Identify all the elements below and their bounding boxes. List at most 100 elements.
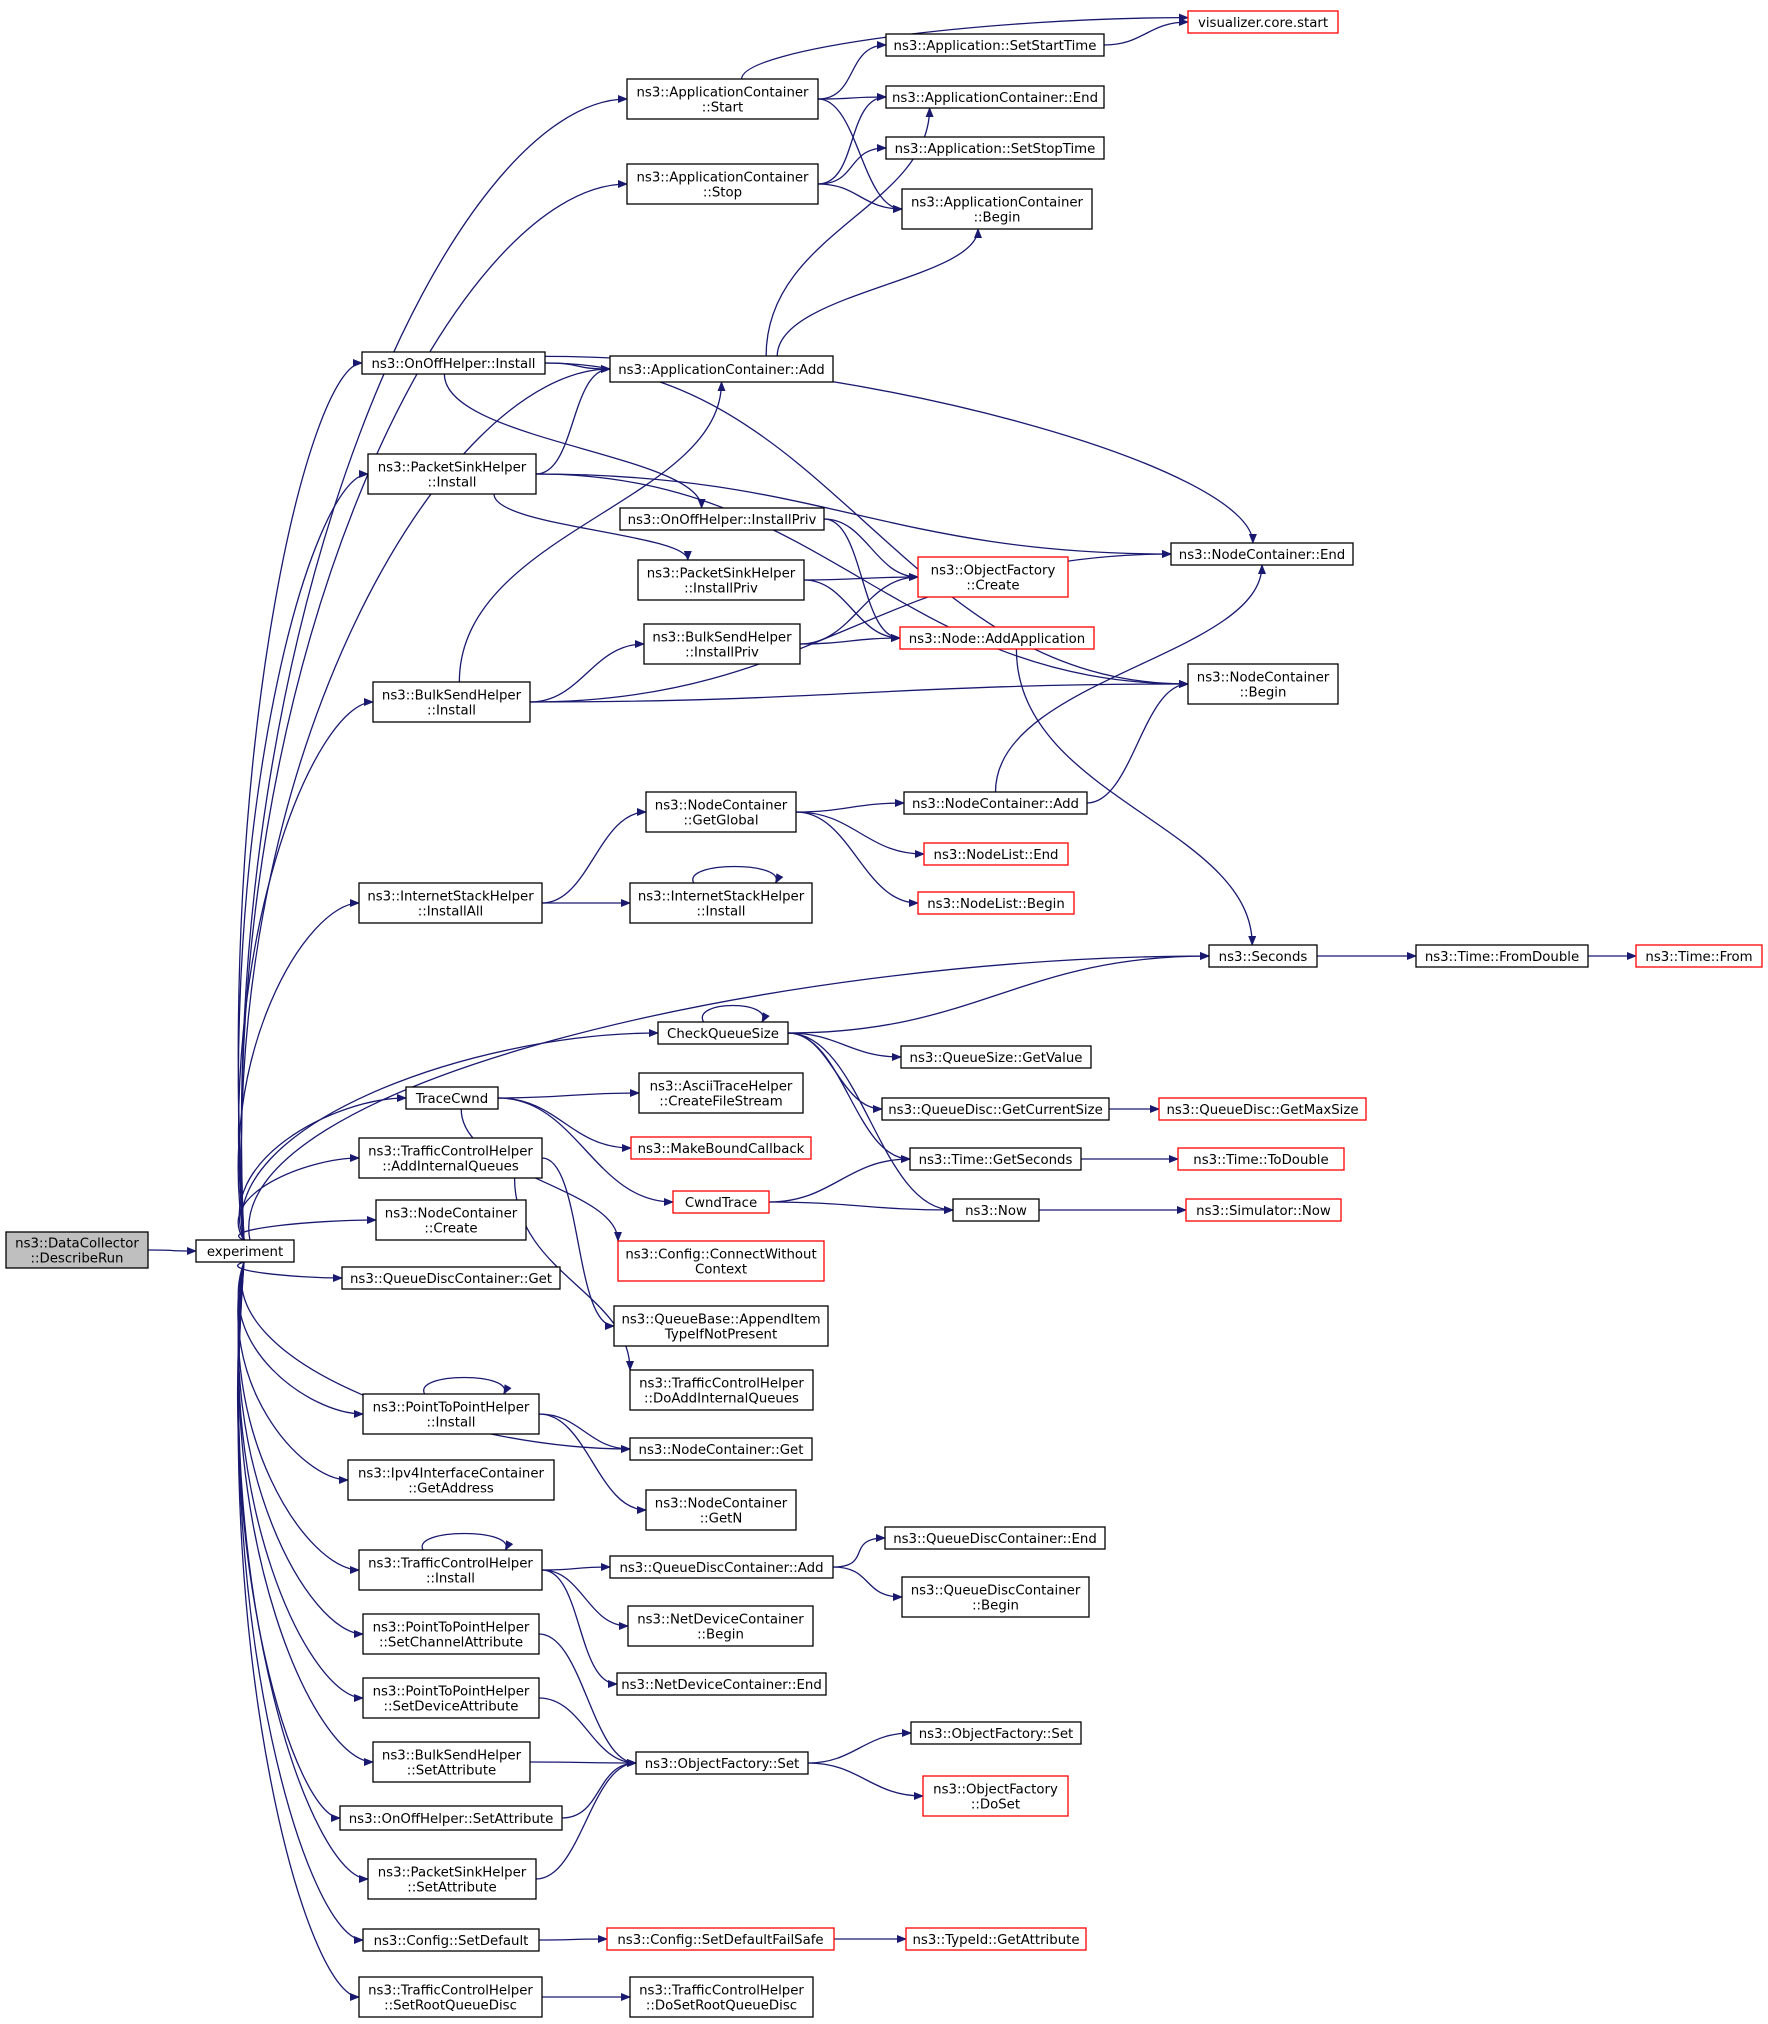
node-box[interactable]	[952, 1198, 1040, 1222]
node-nc_begin[interactable]: ns3::NodeContainer::Begin	[1187, 663, 1339, 705]
node-box[interactable]	[367, 453, 537, 495]
node-nc_end[interactable]: ns3::NodeContainer::End	[1170, 542, 1354, 566]
node-ipv4_getaddr[interactable]: ns3::Ipv4InterfaceContainer::GetAddress	[347, 1459, 555, 1501]
node-qd_getmax[interactable]: ns3::QueueDisc::GetMaxSize	[1158, 1097, 1367, 1121]
node-box[interactable]	[900, 1045, 1092, 1069]
node-tch_doadd[interactable]: ns3::TrafficControlHelper::DoAddInternal…	[629, 1369, 814, 1411]
node-box[interactable]	[917, 556, 1069, 598]
node-box[interactable]	[367, 1858, 537, 1900]
node-box[interactable]	[358, 1137, 543, 1179]
node-box[interactable]	[372, 1741, 531, 1783]
node-box[interactable]	[1415, 944, 1589, 968]
node-box[interactable]	[629, 1976, 814, 2018]
node-nc_add[interactable]: ns3::NodeContainer::Add	[903, 791, 1088, 815]
node-bulk_installpriv[interactable]: ns3::BulkSendHelper::InstallPriv	[643, 623, 801, 665]
node-box[interactable]	[630, 1136, 812, 1160]
node-box[interactable]	[672, 1190, 770, 1214]
node-onoff_setattr[interactable]: ns3::OnOffHelper::SetAttribute	[339, 1805, 563, 1831]
node-cfg_setdefaultfs[interactable]: ns3::Config::SetDefaultFailSafe	[606, 1927, 835, 1951]
node-box[interactable]	[362, 1677, 540, 1719]
node-experiment[interactable]: experiment	[195, 1239, 295, 1263]
node-box[interactable]	[606, 1927, 835, 1951]
node-nc_getn[interactable]: ns3::NodeContainer::GetN	[645, 1489, 797, 1531]
node-box[interactable]	[923, 842, 1069, 866]
node-qdc_end[interactable]: ns3::QueueDiscContainer::End	[884, 1526, 1106, 1550]
node-box[interactable]	[358, 1976, 543, 2018]
node-appc_start[interactable]: ns3::ApplicationContainer::Start	[626, 78, 819, 120]
node-tch_setroot[interactable]: ns3::TrafficControlHelper::SetRootQueueD…	[358, 1976, 543, 2018]
node-box[interactable]	[609, 1555, 834, 1579]
node-onoff_install[interactable]: ns3::OnOffHelper::Install	[361, 351, 546, 375]
node-qd_getcur[interactable]: ns3::QueueDisc::GetCurrentSize	[881, 1097, 1110, 1121]
node-box[interactable]	[922, 1775, 1069, 1817]
node-box[interactable]	[899, 626, 1095, 650]
node-box[interactable]	[901, 188, 1093, 230]
node-nl_end[interactable]: ns3::NodeList::End	[923, 842, 1069, 866]
node-seconds[interactable]: ns3::Seconds	[1208, 944, 1318, 968]
node-cwndtrace[interactable]: CwndTrace	[672, 1190, 770, 1214]
node-describe[interactable]: ns3::DataCollector::DescribeRun	[5, 1231, 149, 1269]
node-box[interactable]	[1187, 663, 1339, 705]
node-box[interactable]	[635, 1751, 809, 1775]
node-nc_getglobal[interactable]: ns3::NodeContainer::GetGlobal	[645, 791, 797, 833]
node-box[interactable]	[903, 791, 1088, 815]
node-box[interactable]	[1185, 1198, 1342, 1222]
node-box[interactable]	[1208, 944, 1318, 968]
node-time_todouble[interactable]: ns3::Time::ToDouble	[1177, 1147, 1345, 1171]
node-box[interactable]	[619, 507, 825, 531]
node-time_from[interactable]: ns3::Time::From	[1635, 944, 1763, 968]
node-app_setstop[interactable]: ns3::Application::SetStopTime	[885, 136, 1105, 160]
node-appc_begin[interactable]: ns3::ApplicationContainer::Begin	[901, 188, 1093, 230]
node-box[interactable]	[626, 163, 819, 205]
node-box[interactable]	[341, 1266, 561, 1290]
node-box[interactable]	[339, 1805, 563, 1831]
node-box[interactable]	[627, 1605, 814, 1647]
node-p2p_setchan[interactable]: ns3::PointToPointHelper::SetChannelAttri…	[362, 1613, 540, 1655]
node-tch_addinternal[interactable]: ns3::TrafficControlHelper::AddInternalQu…	[358, 1137, 543, 1179]
node-box[interactable]	[637, 559, 805, 601]
node-box[interactable]	[643, 623, 801, 665]
node-box[interactable]	[901, 1576, 1090, 1618]
node-box[interactable]	[905, 1927, 1087, 1951]
node-ndc_end[interactable]: ns3::NetDeviceContainer::End	[616, 1672, 827, 1696]
node-box[interactable]	[1177, 1147, 1345, 1171]
node-appc_end[interactable]: ns3::ApplicationContainer::End	[885, 85, 1105, 109]
node-p2p_setdev[interactable]: ns3::PointToPointHelper::SetDeviceAttrib…	[362, 1677, 540, 1719]
node-box[interactable]	[613, 1305, 829, 1347]
node-checkqueue[interactable]: CheckQueueSize	[657, 1021, 789, 1045]
node-of_set[interactable]: ns3::ObjectFactory::Set	[635, 1751, 809, 1775]
node-bulk_install[interactable]: ns3::BulkSendHelper::Install	[372, 681, 531, 723]
node-box[interactable]	[910, 1721, 1082, 1745]
node-box[interactable]	[358, 1549, 543, 1591]
node-qs_getvalue[interactable]: ns3::QueueSize::GetValue	[900, 1045, 1092, 1069]
node-typeid_getattr[interactable]: ns3::TypeId::GetAttribute	[905, 1927, 1087, 1951]
node-qb_append[interactable]: ns3::QueueBase::AppendItemTypeIfNotPrese…	[613, 1305, 829, 1347]
node-tch_install[interactable]: ns3::TrafficControlHelper::Install	[358, 1549, 543, 1591]
node-box[interactable]	[362, 1613, 540, 1655]
node-box[interactable]	[616, 1672, 827, 1696]
node-ndc_begin[interactable]: ns3::NetDeviceContainer::Begin	[627, 1605, 814, 1647]
node-box[interactable]	[917, 891, 1075, 915]
node-app_setstart[interactable]: ns3::Application::SetStartTime	[885, 33, 1105, 57]
node-box[interactable]	[638, 1072, 804, 1114]
node-nc_create[interactable]: ns3::NodeContainer::Create	[375, 1199, 527, 1241]
node-box[interactable]	[645, 1489, 797, 1531]
node-box[interactable]	[5, 1231, 149, 1269]
node-nc_get[interactable]: ns3::NodeContainer::Get	[629, 1437, 813, 1461]
node-sink_setattr[interactable]: ns3::PacketSinkHelper::SetAttribute	[367, 1858, 537, 1900]
node-box[interactable]	[405, 1086, 499, 1110]
node-box[interactable]	[617, 1240, 825, 1282]
node-box[interactable]	[885, 33, 1105, 57]
node-box[interactable]	[629, 1437, 813, 1461]
node-box[interactable]	[881, 1097, 1110, 1121]
node-box[interactable]	[1187, 10, 1339, 34]
node-tracecwnd[interactable]: TraceCwnd	[405, 1086, 499, 1110]
node-appc_add[interactable]: ns3::ApplicationContainer::Add	[609, 355, 834, 383]
node-box[interactable]	[347, 1459, 555, 1501]
node-time_getsec[interactable]: ns3::Time::GetSeconds	[909, 1147, 1082, 1171]
node-box[interactable]	[1635, 944, 1763, 968]
node-qdc_add[interactable]: ns3::QueueDiscContainer::Add	[609, 1555, 834, 1579]
node-box[interactable]	[909, 1147, 1082, 1171]
node-sim_now[interactable]: ns3::Simulator::Now	[1185, 1198, 1342, 1222]
